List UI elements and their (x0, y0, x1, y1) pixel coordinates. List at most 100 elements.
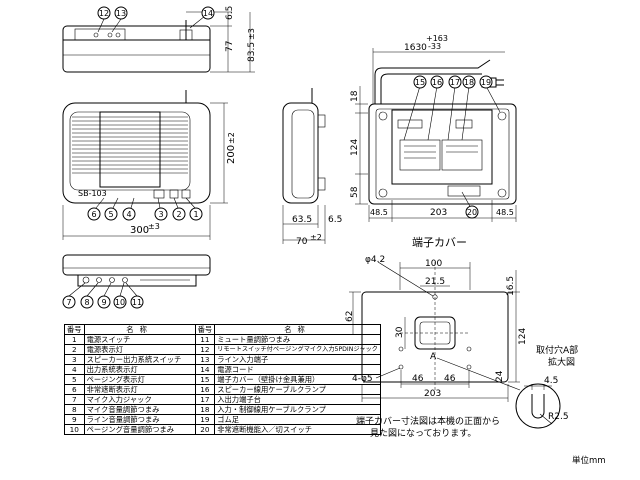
table-header-row: 番号 名称 番号 名称 (64, 324, 381, 335)
table-row: 7 マイク入力ジャック 17 入出力端子台 (64, 394, 381, 405)
cell-name: マイク入力ジャック (83, 394, 196, 405)
cell-name: 電源表示灯 (83, 344, 196, 355)
callout-18: 18 (464, 78, 474, 87)
dim-300: 300 (130, 225, 149, 236)
cell-no-2: 20 (194, 424, 216, 435)
dim-62: 62 (345, 311, 355, 322)
front-view: SB-103 200 ±2 300 ±3 (62, 90, 237, 240)
callout-7: 7 (66, 298, 71, 307)
dim-203-rear: 203 (430, 208, 447, 218)
dim-1630: 1630 (404, 43, 427, 53)
callout-circle (201, 6, 215, 20)
cell-no-2: 16 (194, 384, 216, 395)
cell-no: 3 (64, 354, 85, 365)
cell-name-2: 入力・制御線用ケーブルクランプ (214, 404, 381, 415)
cell-no-2: 18 (194, 404, 216, 415)
cell-no: 5 (64, 374, 85, 385)
callout-9: 9 (101, 298, 106, 307)
dim-18: 18 (350, 90, 360, 102)
rear-view: 1630 +163 -33 18 124 58 48.5 203 48.5 (350, 34, 517, 222)
cell-name-2: ミュート量調節つまみ (214, 334, 381, 345)
callout-circle (97, 6, 111, 20)
dim-48-5-right: 48.5 (496, 208, 514, 217)
cell-no: 6 (64, 384, 85, 395)
cell-name-2: 端子カバー（壁掛け金具兼用） (214, 374, 381, 385)
dim-124-rear: 124 (350, 139, 360, 156)
cell-no: 1 (64, 334, 85, 345)
cell-no: 10 (64, 424, 85, 435)
cell-name: ページング表示灯 (83, 374, 196, 385)
dim-46-left: 46 (412, 374, 424, 384)
dim-6-5-top: 6.5 (225, 6, 235, 20)
callout-10: 10 (115, 298, 125, 307)
cell-no: 2 (64, 344, 85, 355)
cell-name-2: ライン入力端子 (214, 354, 381, 365)
cell-name: マイク音量調節つまみ (83, 404, 196, 415)
cell-no-2: 17 (194, 394, 216, 405)
cell-no-2: 15 (194, 374, 216, 385)
callout-circle (114, 6, 128, 20)
header-name: 名称 (83, 324, 196, 335)
unit-label: 単位mm (572, 456, 606, 466)
dim-48-5-left: 48.5 (370, 208, 388, 217)
dim-46-right: 46 (444, 374, 456, 384)
control-panel-view (62, 254, 211, 297)
speaker-grille (72, 116, 188, 174)
callout-20: 20 (467, 208, 477, 217)
callout-14: 14 (203, 9, 213, 18)
dim-4-5: 4.5 (544, 376, 558, 386)
side-view: 63.5 6.5 70 ±2 (282, 88, 342, 247)
cell-no: 4 (64, 364, 85, 375)
callout-12: 12 (99, 9, 109, 18)
detail-title-2: 拡大図 (548, 356, 575, 368)
callout-2: 2 (176, 210, 181, 219)
cover-note: 端子カバー寸法図は本機の正面から 見た図になっております。 (356, 416, 500, 440)
cell-name: スピーカー出力系統スイッチ (83, 354, 196, 365)
dim-24: 24 (495, 370, 505, 382)
cell-name: 出力系統表示灯 (83, 364, 196, 375)
cell-no-2: 11 (194, 334, 216, 345)
table-row: 9 ライン音量調節つまみ 19 ゴム足 (64, 414, 381, 425)
cell-name: ライン音量調節つまみ (83, 414, 196, 425)
table-row: 10 ページング音量調節つまみ 20 非常遮断機能入／切スイッチ (64, 424, 381, 435)
callout-8: 8 (84, 298, 89, 307)
cell-name-2: 非常遮断機能入／切スイッチ (214, 424, 381, 435)
callout-15: 15 (415, 78, 425, 87)
callout-16: 16 (432, 78, 442, 87)
cell-name: 電源スイッチ (83, 334, 196, 345)
dim-70: 70 (296, 237, 308, 247)
panel-model-text: SB-103 (78, 189, 107, 198)
table-row: 6 非常遮断表示灯 16 スピーカー線用ケーブルクランプ (64, 384, 381, 395)
cell-name-2: 電源コード (214, 364, 381, 375)
dim-16-5: 16.5 (506, 276, 516, 296)
header-no-2: 番号 (194, 324, 216, 335)
dim-200-tol: ±2 (227, 132, 236, 144)
table-row: 4 出力系統表示灯 14 電源コード (64, 364, 381, 375)
terminal-cover-title: 端子カバー (412, 236, 467, 249)
cell-no-2: 19 (194, 414, 216, 425)
cell-no-2: 14 (194, 364, 216, 375)
callout-5: 5 (108, 210, 113, 219)
header-no: 番号 (64, 324, 85, 335)
table-row: 5 ページング表示灯 15 端子カバー（壁掛け金具兼用） (64, 374, 381, 385)
dim-83-5-tol: ±3 (247, 28, 256, 40)
dim-1630-tol-minus: -33 (428, 42, 441, 51)
callout-13: 13 (116, 9, 126, 18)
table-row: 3 スピーカー出力系統スイッチ 13 ライン入力端子 (64, 354, 381, 365)
dim-124-cover: 124 (518, 328, 528, 345)
dim-30: 30 (395, 326, 405, 338)
dim-200: 200 (226, 145, 237, 164)
cell-name-2: スピーカー線用ケーブルクランプ (214, 384, 381, 395)
parts-table: 番号 名称 番号 名称 1 電源スイッチ 11 ミュート量調節つまみ 2 電源表… (64, 324, 381, 435)
dim-100: 100 (425, 259, 442, 269)
dim-6-5-side: 6.5 (328, 215, 342, 225)
cell-no: 9 (64, 414, 85, 425)
callout-3: 3 (158, 210, 163, 219)
dim-r-2-5: R2.5 (548, 412, 569, 422)
dim-203-cover: 203 (424, 389, 441, 399)
table-row: 1 電源スイッチ 11 ミュート量調節つまみ (64, 334, 381, 345)
cell-no-2: 13 (194, 354, 216, 365)
dim-21-5: 21.5 (425, 277, 445, 287)
cell-name-2: リモートスイッチ付ページングマイク入力5PDINジャック (214, 344, 381, 355)
